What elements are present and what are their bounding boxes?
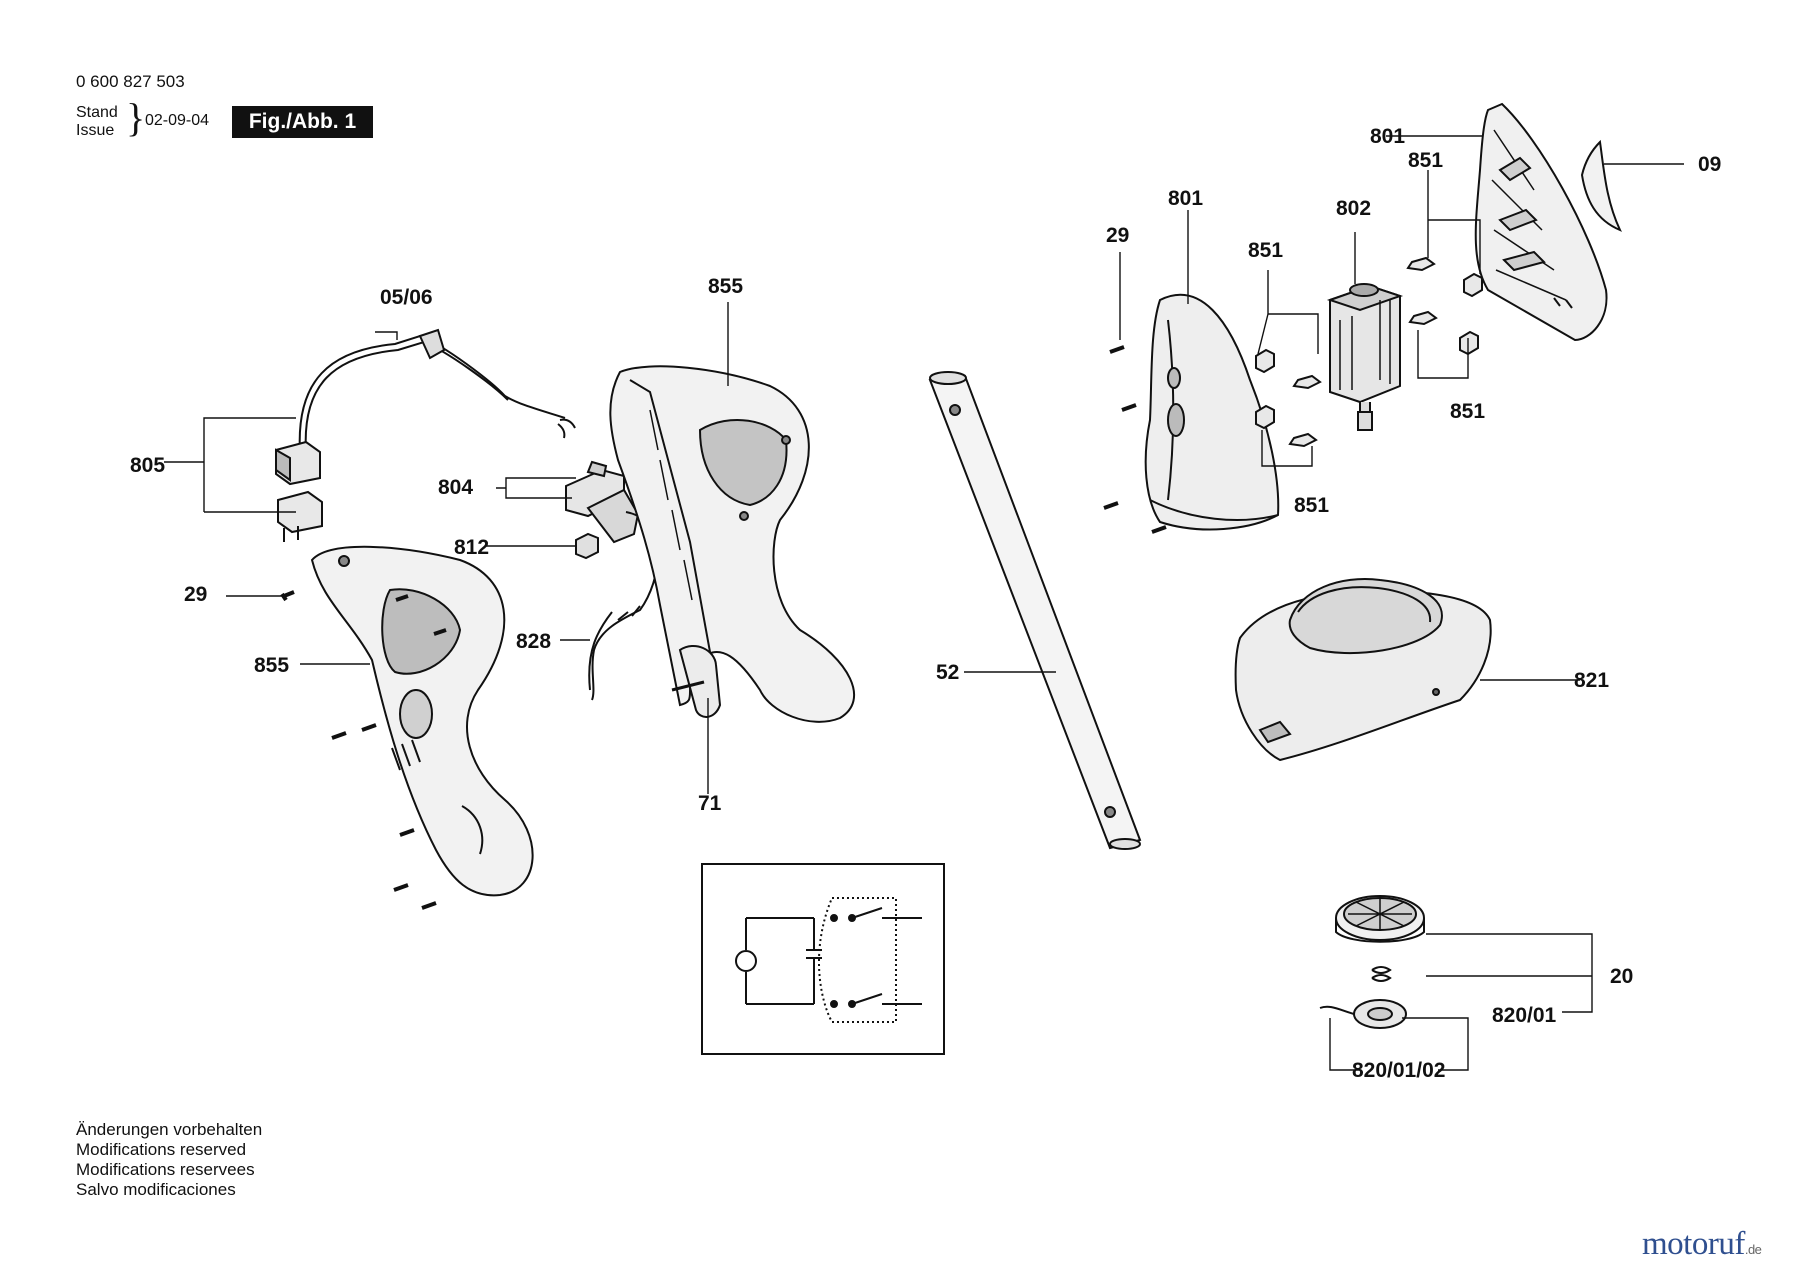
callout-855-top: 855	[708, 275, 744, 298]
leader-lines	[164, 135, 1684, 1071]
callout-828: 828	[516, 630, 552, 653]
motor-802	[1326, 283, 1404, 431]
callout-820-01-02: 820/01/02	[1352, 1059, 1446, 1082]
callout-52: 52	[936, 661, 960, 684]
power-cord	[298, 328, 576, 453]
figure-label: Fig./Abb. 1	[232, 106, 373, 138]
switch-804	[565, 460, 640, 544]
note-en: Modifications reserved	[76, 1140, 247, 1159]
screw-29-left	[280, 590, 295, 602]
spool-820-01	[1319, 999, 1407, 1029]
wiring-diagram	[701, 863, 945, 1055]
guard-821	[1234, 578, 1492, 762]
shaft-52	[928, 371, 1142, 850]
callout-29-left: 29	[184, 583, 208, 606]
callout-804: 804	[438, 476, 474, 499]
callout-05-06: 05/06	[380, 286, 433, 309]
note-fr: Modifications reservees	[76, 1160, 255, 1179]
document-number: 0 600 827 503	[76, 72, 185, 91]
motor-housing-801-mid	[1144, 293, 1280, 531]
brace-glyph: }	[126, 95, 146, 140]
handle-half-left-855	[310, 545, 534, 897]
callout-855-left: 855	[254, 654, 290, 677]
callout-801-mid: 801	[1168, 187, 1204, 210]
callout-09: 09	[1698, 153, 1722, 176]
callout-851-c: 851	[1450, 400, 1486, 423]
switch-button-812	[575, 532, 599, 560]
callout-29-right: 29	[1106, 224, 1130, 247]
callout-851-d: 851	[1294, 494, 1330, 517]
callout-820-01: 820/01	[1492, 1004, 1557, 1027]
callout-805: 805	[130, 454, 166, 477]
callout-802: 802	[1336, 197, 1372, 220]
lock-off-71	[671, 645, 722, 718]
carbon-brushes-851	[1255, 256, 1483, 448]
spring-20	[1371, 966, 1392, 982]
note-de: Änderungen vorbehalten	[76, 1120, 263, 1139]
stand-issue-labels: Stand Issue	[76, 104, 118, 140]
brand-tld: .de	[1744, 1242, 1762, 1257]
callout-851-b: 851	[1408, 149, 1444, 172]
motor-housing-801-top	[1474, 102, 1608, 342]
callout-821: 821	[1574, 669, 1610, 692]
cover-09	[1580, 139, 1622, 232]
callout-71: 71	[698, 792, 722, 815]
callout-20: 20	[1610, 965, 1634, 988]
modification-notes: Änderungen vorbehalten Modifications res…	[76, 1120, 262, 1200]
brand-name: motoruf	[1642, 1226, 1745, 1262]
callout-812: 812	[454, 536, 490, 559]
issue-date: 02-09-04	[145, 112, 210, 129]
callout-851-a: 851	[1248, 239, 1284, 262]
stand-label: Stand	[76, 104, 118, 121]
spool-cover-20	[1335, 895, 1425, 943]
screws-left-handle	[331, 594, 447, 910]
brand-logo: motoruf.de	[1642, 1226, 1762, 1263]
handle-half-right-855	[609, 365, 856, 723]
screws-29-right	[1103, 345, 1167, 534]
note-es: Salvo modificaciones	[76, 1180, 236, 1199]
plug-805	[275, 440, 323, 542]
callout-801-top: 801	[1370, 125, 1406, 148]
issue-label: Issue	[76, 122, 115, 139]
